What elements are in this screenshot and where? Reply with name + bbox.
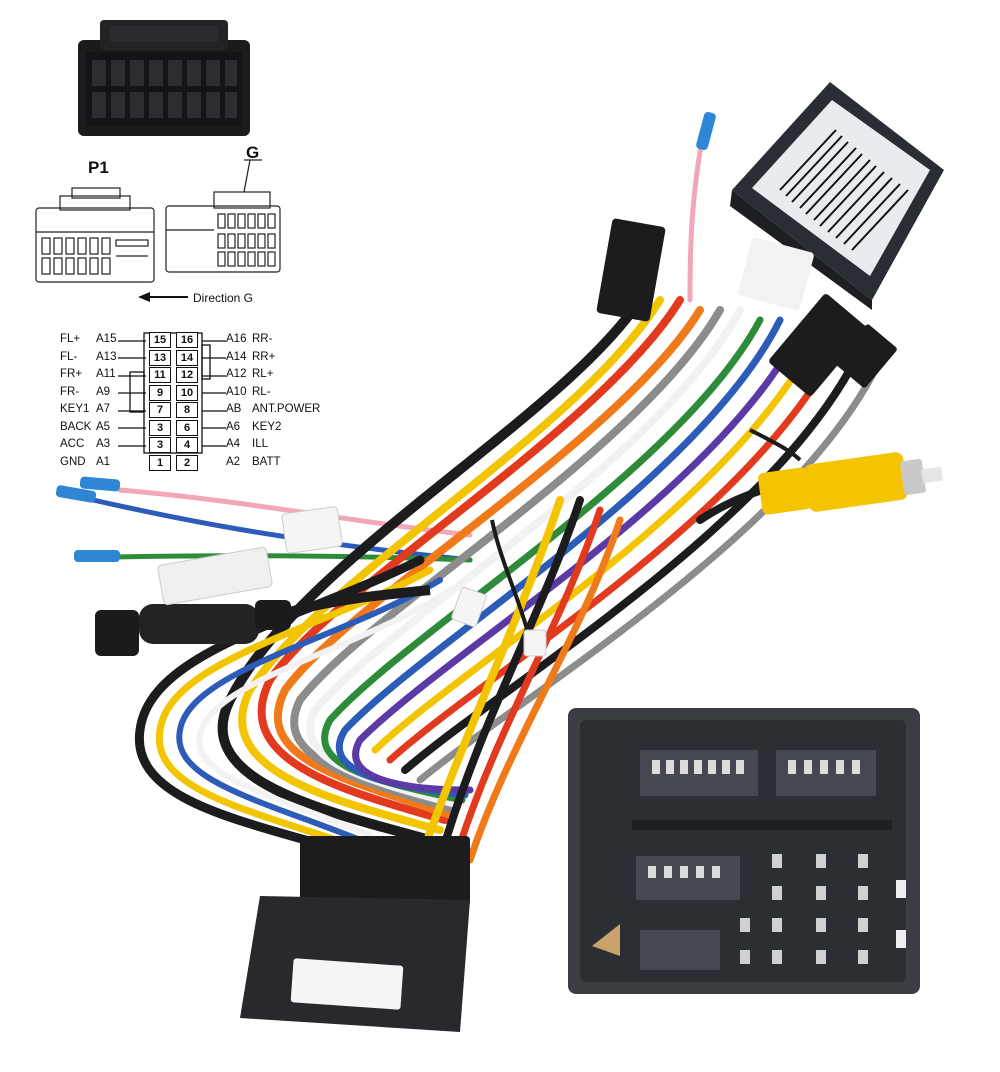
pin-right-function: KEY2 <box>252 420 282 433</box>
blue-terminals <box>55 111 716 562</box>
pin-left-id: A15 <box>96 333 117 345</box>
pin-right-number: 4 <box>176 437 198 453</box>
pin-right-function: RR+ <box>252 350 276 363</box>
pin-left-id: A9 <box>96 385 111 398</box>
pin-left-number: 1 <box>149 454 171 471</box>
pin-right-function: BATT <box>252 455 281 468</box>
wire-labels <box>281 506 547 657</box>
pin-right-number: 6 <box>176 419 198 436</box>
pin-diagram-frame <box>118 332 226 454</box>
pin-right-id: A14 <box>226 350 247 363</box>
pin-right-number: 8 <box>176 402 198 418</box>
white-plug <box>157 546 273 606</box>
pin-right-number: 14 <box>176 349 198 366</box>
pin-left-number: 3 <box>149 437 171 453</box>
vehicle-connector-grey <box>568 708 920 994</box>
pin-right-id: A12 <box>226 368 247 380</box>
pin-right-number: 2 <box>176 454 198 471</box>
pin-right-number: 16 <box>176 332 198 348</box>
pin-left-function: FR- <box>60 385 80 398</box>
pin-left-number: 13 <box>149 349 171 366</box>
p1-connector-drawing <box>35 187 155 283</box>
pin-left-function: FL+ <box>60 333 81 345</box>
pin-left-function: KEY1 <box>60 403 90 415</box>
direction-label: Direction G <box>193 291 254 305</box>
pin-right-number: 10 <box>176 384 198 401</box>
vehicle-connector-black <box>240 836 470 1032</box>
pin-left-function: BACK <box>60 420 92 433</box>
pin-left-id: A13 <box>96 350 117 363</box>
pin-right-function: RL- <box>252 385 271 398</box>
direction-arrow <box>138 292 188 302</box>
pin-right-id: A10 <box>226 385 247 398</box>
pin-right-id: A2 <box>226 455 241 468</box>
pin-right-function: RL+ <box>252 368 274 380</box>
pin-left-id: A7 <box>96 403 111 415</box>
pin-left-number: 7 <box>149 402 171 418</box>
pin-left-function: GND <box>60 455 86 468</box>
pin-left-id: A5 <box>96 420 111 433</box>
rca-connector <box>758 452 943 515</box>
pin-left-id: A1 <box>96 455 111 468</box>
pin-left-function: FL- <box>60 350 78 363</box>
antenna-plug <box>95 585 431 656</box>
canbus-decoder-box <box>730 82 944 311</box>
pin-left-number: 3 <box>149 419 171 436</box>
pin-right-function: ANT.POWER <box>252 403 321 415</box>
side-connectors <box>596 218 897 396</box>
g-label: G <box>246 143 260 162</box>
pin-left-id: A3 <box>96 438 111 450</box>
pin-right-id: A16 <box>226 333 247 345</box>
pin-right-id: A6 <box>226 420 241 433</box>
pin-right-id: A4 <box>226 438 241 450</box>
pin-left-number: 9 <box>149 384 171 401</box>
pin-left-function: ACC <box>60 438 85 450</box>
pin-left-number: 11 <box>149 367 171 383</box>
g-connector-drawing <box>165 159 281 273</box>
pin-right-number: 12 <box>176 367 198 383</box>
pin-left-number: 15 <box>149 332 171 348</box>
zip-ties <box>490 428 802 641</box>
pin-left-id: A11 <box>96 368 116 380</box>
pin-right-function: ILL <box>252 438 268 450</box>
p1-label: P1 <box>88 158 109 177</box>
wire-bundle <box>77 127 884 864</box>
pin-left-function: FR+ <box>60 368 83 380</box>
pin-right-id: AB <box>226 403 242 415</box>
head-unit-connector-photo <box>78 20 250 136</box>
pin-right-function: RR- <box>252 333 273 345</box>
